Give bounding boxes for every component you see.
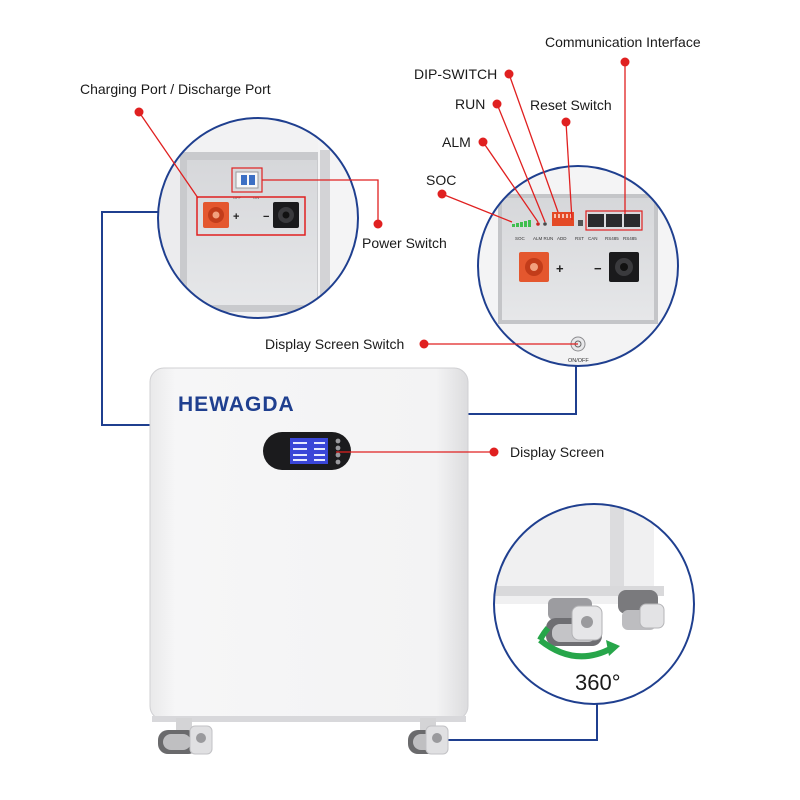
svg-text:SOC: SOC <box>515 236 526 241</box>
comm-ports <box>588 214 640 227</box>
svg-text:CAN: CAN <box>588 236 598 241</box>
label-power-switch: Power Switch <box>362 235 447 251</box>
rotation-label: 360° <box>575 670 621 695</box>
cabinet-wheel-right <box>408 718 449 755</box>
label-display-screen-switch: Display Screen Switch <box>265 336 405 352</box>
rotation-arrow <box>538 637 614 660</box>
svg-text:RST: RST <box>575 236 584 241</box>
battery-cabinet <box>149 367 469 722</box>
connector-lines <box>101 211 598 741</box>
label-run: RUN <box>455 96 486 112</box>
label-reset-switch: Reset Switch <box>530 97 612 113</box>
callout-dots <box>134 57 630 457</box>
dip-switch <box>552 212 574 226</box>
callout-leaders <box>138 62 626 453</box>
display-module <box>263 432 351 470</box>
brand-logo: HEWAGDA <box>178 393 295 416</box>
label-charging-port: Charging Port / Discharge Port <box>80 81 271 97</box>
alm-led <box>536 222 540 226</box>
svg-text:RS485: RS485 <box>623 236 637 241</box>
svg-text:−: − <box>263 211 269 223</box>
label-dip-switch: DIP-SWITCH <box>414 66 498 82</box>
svg-text:ON/OFF: ON/OFF <box>568 358 589 364</box>
svg-text:ALM RUN: ALM RUN <box>533 236 553 241</box>
label-communication-interface: Communication Interface <box>545 34 701 50</box>
reset-button <box>578 220 583 226</box>
svg-text:−: − <box>594 261 602 276</box>
zoom-circle-charging-port: OFF ON + − <box>157 117 359 319</box>
run-led <box>543 222 547 226</box>
svg-text:+: + <box>556 261 564 276</box>
soc-indicator <box>512 220 531 227</box>
cabinet-wheel-left <box>158 718 213 755</box>
zoom-circle-control-panel: SOC ALM RUN ADD RST CAN RS485 RS485 + − … <box>477 165 679 367</box>
label-soc: SOC <box>426 172 457 188</box>
label-alm: ALM <box>442 134 471 150</box>
svg-text:+: + <box>233 211 239 223</box>
svg-text:ADD: ADD <box>557 236 567 241</box>
zoom-circle-wheel <box>493 503 695 705</box>
label-display-screen: Display Screen <box>510 444 605 460</box>
svg-text:RS485: RS485 <box>605 236 619 241</box>
